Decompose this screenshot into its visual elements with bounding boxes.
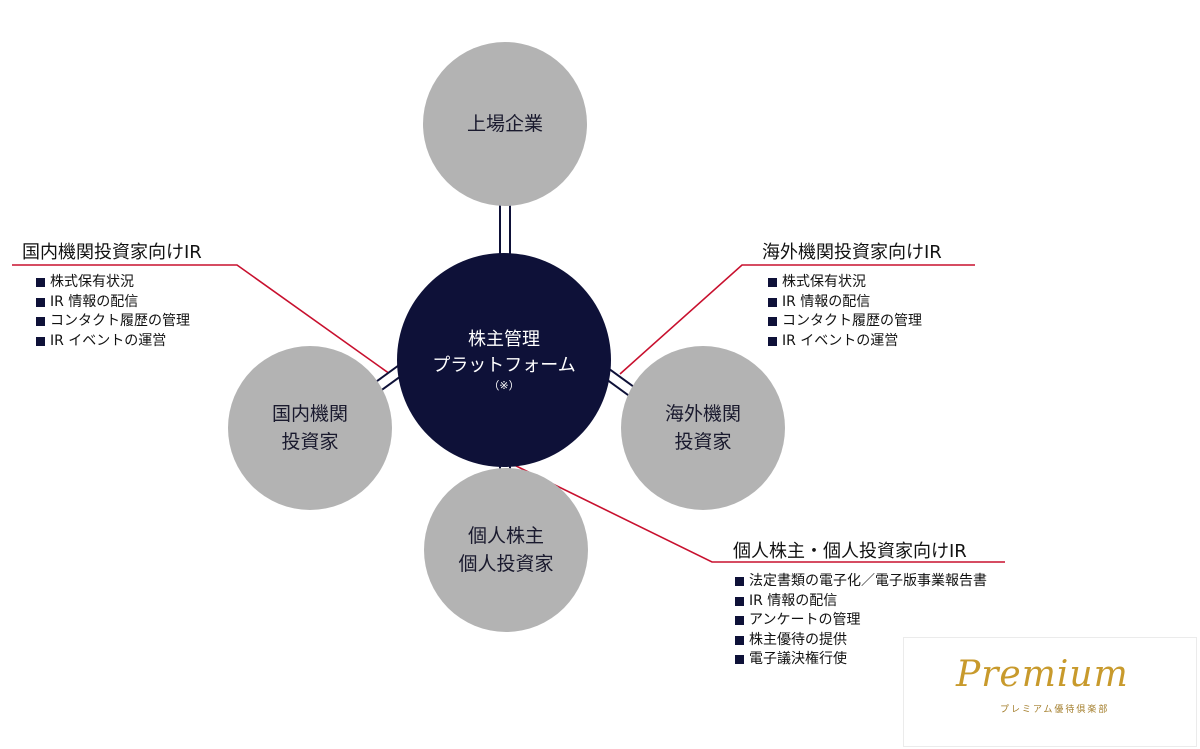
node-label: 国内機関 — [271, 403, 348, 425]
logo-wordmark: Premium — [956, 654, 1129, 695]
node-label: 海外機関 — [664, 403, 741, 425]
list-item: 株式保有状況 — [768, 273, 942, 293]
node-overseas-investors: 海外機関 投資家 — [621, 346, 785, 510]
bullet-square-icon — [735, 596, 744, 606]
list-item: IR 情報の配信 — [768, 293, 942, 313]
node-shareholder-platform: 株主管理 プラットフォーム （※） — [397, 253, 611, 467]
callout-title: 個人株主・個人投資家向けIR — [733, 541, 967, 562]
list-item: IR 情報の配信 — [36, 293, 202, 313]
list-item: アンケートの管理 — [735, 611, 987, 631]
node-note: （※） — [488, 379, 520, 392]
callout-individual: 個人株主・個人投資家向けIR 法定書類の電子化／電子版事業報告書 IR 情報の配… — [733, 537, 987, 670]
list-item: 電子議決権行使 — [735, 650, 987, 670]
bullet-square-icon — [36, 278, 45, 288]
callout-domestic: 国内機関投資家向けIR 株式保有状況 IR 情報の配信 コンタクト履歴の管理 I… — [22, 238, 202, 351]
leader-line-individual — [507, 461, 1005, 563]
node-label: 株主管理 — [468, 329, 540, 350]
node-label: 投資家 — [674, 431, 732, 453]
node-listed-companies: 上場企業 — [423, 42, 587, 206]
node-individual-investors: 個人株主 個人投資家 — [424, 468, 588, 632]
bullet-square-icon — [36, 336, 45, 346]
callout-title: 国内機関投資家向けIR — [22, 242, 202, 263]
list-item: 株式保有状況 — [36, 273, 202, 293]
bullet-square-icon — [735, 616, 744, 626]
bullet-square-icon — [768, 297, 777, 307]
list-item: コンタクト履歴の管理 — [36, 312, 202, 332]
leader-line-domestic — [12, 264, 391, 375]
bullet-square-icon — [768, 278, 777, 288]
node-label: 投資家 — [281, 431, 339, 453]
callout-list: 法定書類の電子化／電子版事業報告書 IR 情報の配信 アンケートの管理 株主優待… — [735, 572, 987, 670]
premium-logo-watermark: Premium プレミアム優待倶楽部 — [903, 637, 1197, 747]
leader-line-overseas — [619, 264, 975, 375]
node-label: プラットフォーム — [432, 355, 576, 376]
node-label: 個人株主 — [467, 525, 544, 547]
list-item: IR イベントの運営 — [36, 332, 202, 352]
bullet-square-icon — [36, 317, 45, 327]
bullet-square-icon — [735, 577, 744, 587]
list-item: IR 情報の配信 — [735, 592, 987, 612]
callout-overseas: 海外機関投資家向けIR 株式保有状況 IR 情報の配信 コンタクト履歴の管理 I… — [762, 238, 942, 351]
list-item: 株主優待の提供 — [735, 631, 987, 651]
bullet-square-icon — [735, 655, 744, 665]
logo-subtitle: プレミアム優待倶楽部 — [1000, 705, 1110, 715]
callout-list: 株式保有状況 IR 情報の配信 コンタクト履歴の管理 IR イベントの運営 — [36, 273, 202, 351]
callout-list: 株式保有状況 IR 情報の配信 コンタクト履歴の管理 IR イベントの運営 — [768, 273, 942, 351]
list-item: IR イベントの運営 — [768, 332, 942, 352]
callout-title: 海外機関投資家向けIR — [762, 242, 942, 263]
bullet-square-icon — [768, 336, 777, 346]
bullet-square-icon — [735, 635, 744, 645]
node-label: 個人投資家 — [458, 553, 554, 575]
node-label: 上場企業 — [466, 113, 543, 135]
bullet-square-icon — [36, 297, 45, 307]
list-item: 法定書類の電子化／電子版事業報告書 — [735, 572, 987, 592]
node-domestic-investors: 国内機関 投資家 — [228, 346, 392, 510]
list-item: コンタクト履歴の管理 — [768, 312, 942, 332]
bullet-square-icon — [768, 317, 777, 327]
